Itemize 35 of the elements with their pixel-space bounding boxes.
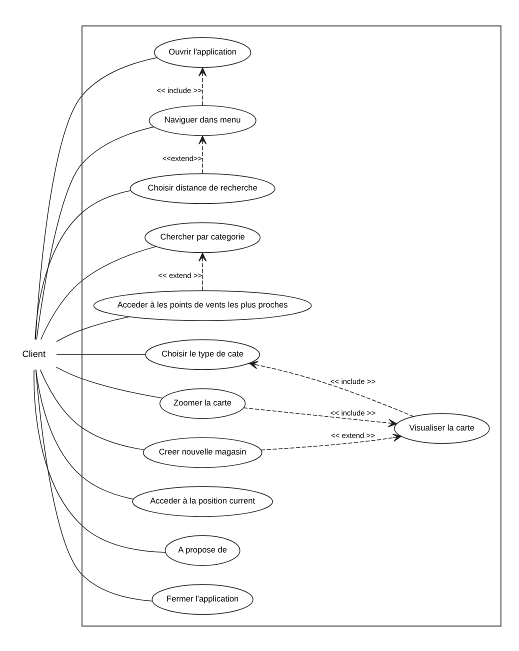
node-ellipse: Creer nouvelle magasin	[142, 436, 262, 468]
node-ellipse: Choisir distance de recherche	[130, 172, 276, 204]
connector	[56, 366, 164, 398]
edge-label: << extend >>	[331, 430, 375, 440]
node-ellipse: Zoomer la carte	[159, 388, 246, 418]
edge-label: << extend >>	[158, 270, 202, 280]
edge-label: << include >>	[156, 85, 202, 94]
node-ellipse: Acceder à la position current	[132, 486, 273, 516]
cluster	[82, 25, 502, 626]
node-ellipse: Chercher par categorie	[144, 222, 261, 252]
node-ellipse: Naviguer dans menu	[148, 104, 256, 136]
connector	[34, 368, 166, 552]
connector	[36, 126, 154, 340]
connector	[56, 316, 130, 342]
node-text: Client	[22, 348, 46, 358]
node-ellipse: Visualiser la carte	[394, 412, 490, 444]
arrow	[198, 252, 207, 290]
edge-label: <<extend>>	[162, 153, 202, 162]
arrow	[198, 66, 207, 106]
connector	[34, 190, 131, 340]
connector	[36, 368, 134, 499]
node-ellipse: A propose de	[164, 534, 240, 566]
connector	[40, 246, 157, 340]
arrow	[243, 406, 398, 427]
node-ellipse: Acceder à les points de vents les plus proches	[93, 290, 312, 321]
connector	[35, 56, 158, 340]
edge-label: << include >>	[330, 376, 376, 386]
arrow	[260, 433, 402, 450]
arrow	[198, 135, 207, 174]
connector	[40, 368, 145, 450]
connector	[35, 368, 153, 602]
edge-label: << include >>	[330, 408, 376, 417]
node-ellipse: Ouvrir l'application	[154, 36, 252, 68]
arrow	[248, 360, 414, 416]
node-ellipse: Fermer l'application	[152, 584, 254, 614]
